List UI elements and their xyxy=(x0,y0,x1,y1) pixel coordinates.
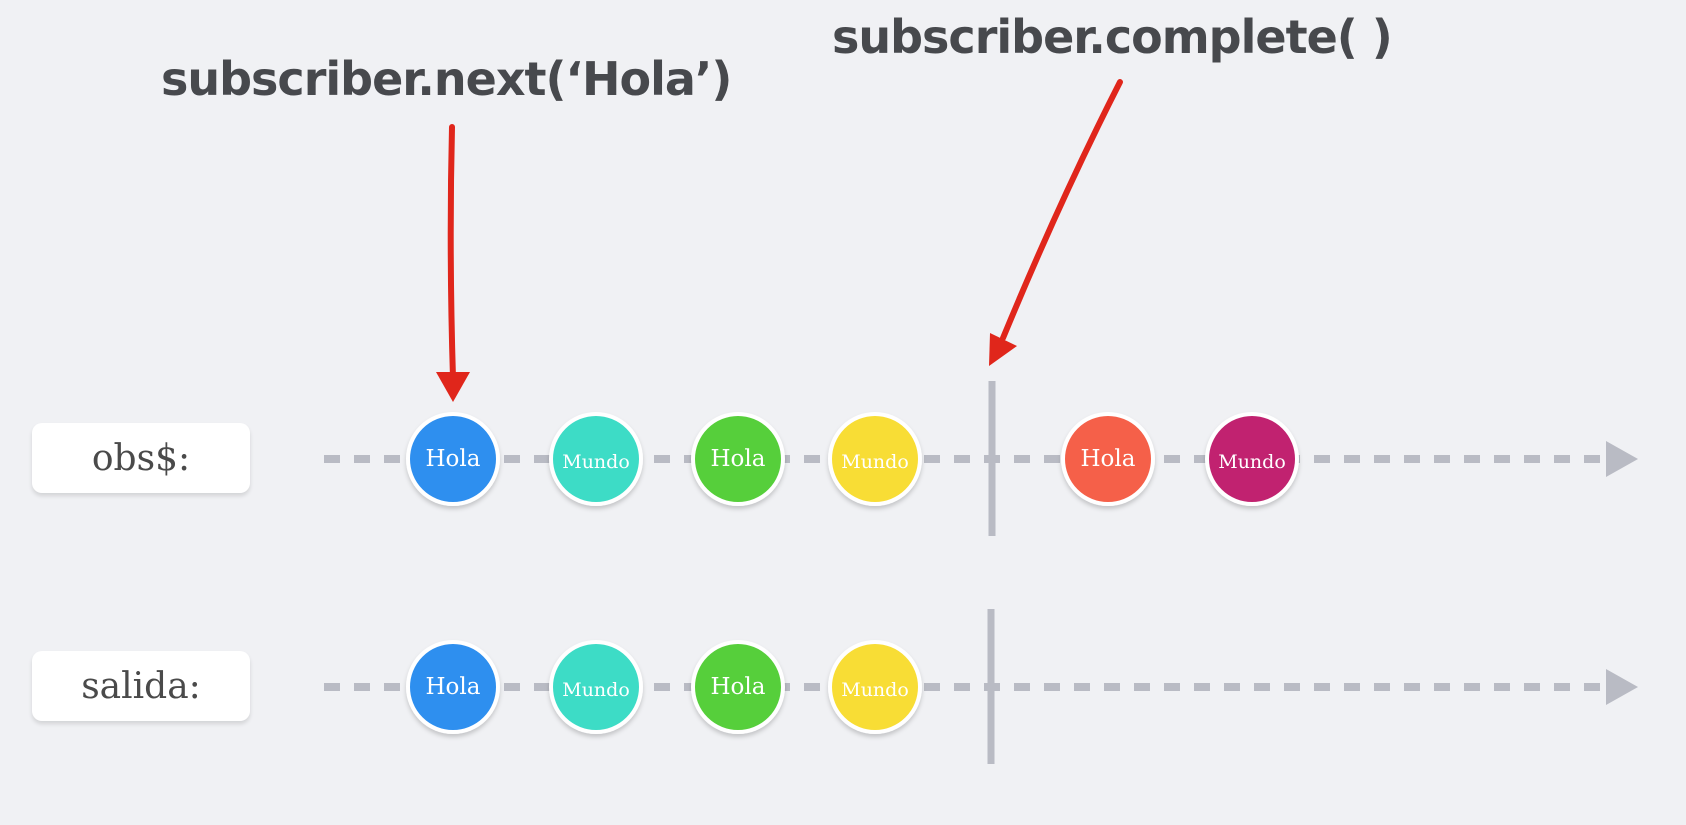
arrow-complete-shaft xyxy=(1000,79,1123,341)
marble-label: Hola xyxy=(426,674,481,700)
timeline-salida-arrowhead xyxy=(1606,669,1638,705)
marble-circle xyxy=(1205,412,1299,506)
marble-label: Hola xyxy=(711,446,766,472)
annotation-complete-call: subscriber.complete( ) xyxy=(832,10,1393,64)
marble-label: Mundo xyxy=(562,679,630,701)
marble-circle xyxy=(549,640,643,734)
arrow-next-shaft xyxy=(447,124,456,381)
marble-circle xyxy=(828,640,922,734)
marble-hola: Hola xyxy=(691,640,785,734)
marble-mundo: Mundo xyxy=(549,412,643,506)
row-label-salida: salida: xyxy=(32,651,250,721)
marble-hola: Hola xyxy=(1061,412,1155,506)
marble-label: Mundo xyxy=(841,679,909,701)
marble-circle xyxy=(1061,412,1155,506)
marble-label: Hola xyxy=(711,674,766,700)
row-label-obs: obs$: xyxy=(32,423,250,493)
marble-mundo: Mundo xyxy=(828,640,922,734)
marble-label: Mundo xyxy=(562,451,630,473)
marble-hola: Hola xyxy=(406,640,500,734)
timeline-obs-arrowhead xyxy=(1606,441,1638,477)
marble-circle xyxy=(549,412,643,506)
arrow-next-head xyxy=(436,372,470,402)
marble-circle xyxy=(406,412,500,506)
marble-hola: Hola xyxy=(691,412,785,506)
marble-circle xyxy=(828,412,922,506)
marble-mundo: Mundo xyxy=(828,412,922,506)
marble-circle xyxy=(406,640,500,734)
marble-mundo: Mundo xyxy=(1205,412,1299,506)
marble-circle xyxy=(691,640,785,734)
marble-hola: Hola xyxy=(406,412,500,506)
marble-label: Hola xyxy=(1081,446,1136,472)
annotation-next-call: subscriber.next(‘Hola’) xyxy=(161,52,732,106)
marble-mundo: Mundo xyxy=(549,640,643,734)
arrow-complete-head xyxy=(989,333,1017,366)
marble-circle xyxy=(691,412,785,506)
marble-label: Mundo xyxy=(1218,451,1286,473)
marble-label: Hola xyxy=(426,446,481,472)
marble-label: Mundo xyxy=(841,451,909,473)
